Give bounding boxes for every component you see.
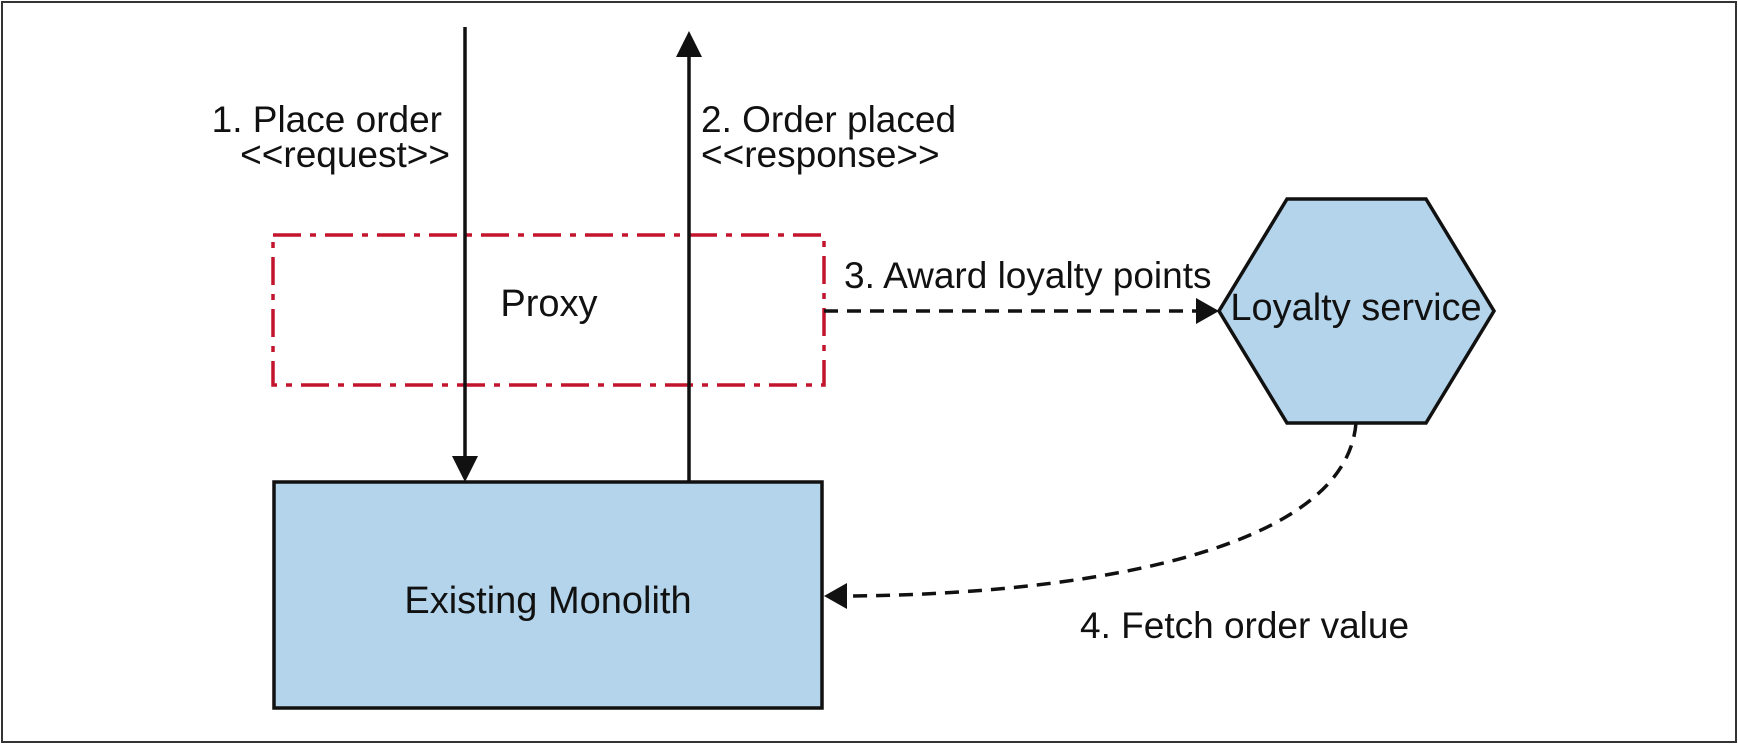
fetch-label: 4. Fetch order value xyxy=(1080,605,1409,646)
award-label: 3. Award loyalty points xyxy=(844,255,1211,296)
response-label-line2: <<response>> xyxy=(701,134,940,175)
monolith-label: Existing Monolith xyxy=(404,580,691,622)
loyalty-service-label: Loyalty service xyxy=(1230,287,1481,329)
response-arrowhead xyxy=(676,31,702,57)
request-arrowhead xyxy=(452,456,478,482)
fetch-arrow-line xyxy=(846,422,1358,598)
proxy-label: Proxy xyxy=(500,283,597,325)
request-label-line2: <<request>> xyxy=(240,134,450,175)
request-label-line1: 1. Place order xyxy=(212,99,442,140)
fetch-arrowhead xyxy=(824,583,847,609)
award-arrowhead xyxy=(1196,298,1219,324)
response-label-line1: 2. Order placed xyxy=(701,99,956,140)
monolith-box xyxy=(272,480,824,710)
